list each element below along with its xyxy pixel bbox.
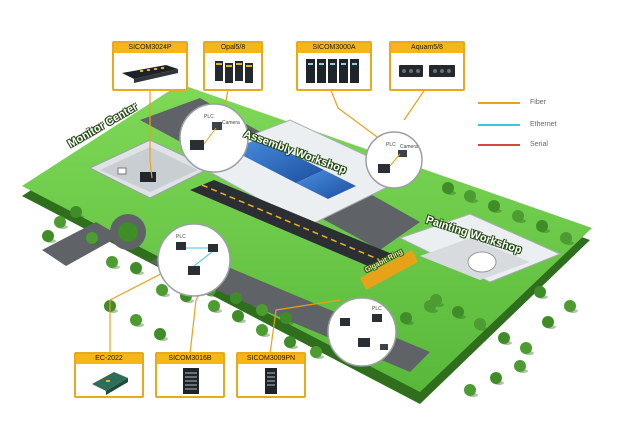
device-callout-opal5-8[interactable]: Opal5/8 — [203, 41, 263, 91]
tree — [54, 216, 66, 228]
device-label: SICOM3000A — [298, 43, 370, 53]
device-label: SICOM3016B — [157, 354, 223, 364]
industrial-switch-icon — [298, 53, 370, 89]
legend: Fiber Ethernet Serial — [478, 97, 588, 153]
tree — [442, 182, 454, 194]
legend-item-serial: Serial — [478, 139, 588, 151]
device-callout-sicom3016b[interactable]: SICOM3016B — [155, 352, 225, 398]
tree — [534, 286, 546, 298]
tree — [464, 384, 476, 396]
din-rail-switch-icon — [157, 364, 223, 396]
tree — [256, 304, 268, 316]
device-label: SICOM3009PN — [238, 354, 304, 364]
legend-item-ethernet: Ethernet — [478, 119, 588, 131]
device-label: SICOM3024P — [114, 43, 186, 53]
tree — [86, 232, 98, 244]
tree — [400, 312, 412, 324]
roundabout-center — [118, 222, 138, 242]
zoom-circle-bottom — [327, 297, 397, 367]
camera-label-right: Camera — [400, 144, 418, 150]
ring-sign — [360, 250, 418, 290]
ip67-switch-icon — [391, 53, 463, 89]
profinet-switch-icon — [238, 364, 304, 396]
tree — [512, 210, 524, 222]
plc-label-left: PLC — [176, 234, 186, 240]
tree — [106, 256, 118, 268]
plc-label-bottom: PLC — [372, 306, 382, 312]
camera-label-top: Camera — [222, 120, 240, 126]
legend-swatch — [478, 102, 520, 104]
device-label: Opal5/8 — [205, 43, 261, 53]
tree — [490, 372, 502, 384]
tree — [488, 200, 500, 212]
tree — [498, 332, 510, 344]
legend-swatch — [478, 124, 520, 126]
device-label: Aquam5/8 — [391, 43, 463, 53]
tree — [424, 300, 436, 312]
tree — [154, 328, 166, 340]
tree — [156, 284, 168, 296]
tree — [464, 190, 476, 202]
left-road — [42, 222, 120, 266]
tree — [284, 336, 296, 348]
rack-switch-icon — [114, 53, 186, 89]
tree — [208, 300, 220, 312]
tree — [70, 206, 82, 218]
device-callout-sicom3009pn[interactable]: SICOM3009PN — [236, 352, 306, 398]
tree — [256, 324, 268, 336]
plc-label-top: PLC — [204, 114, 214, 120]
tree — [536, 220, 548, 232]
plc-label-right: PLC — [386, 142, 396, 148]
tree — [130, 314, 142, 326]
zoom-circle-right — [365, 131, 423, 189]
connector-lines — [109, 77, 431, 355]
trees — [42, 182, 578, 397]
tree — [564, 300, 576, 312]
tree — [560, 232, 572, 244]
legend-label: Ethernet — [530, 121, 557, 128]
tree — [232, 310, 244, 322]
legend-label: Serial — [530, 141, 548, 148]
serial-server-icon — [76, 364, 142, 396]
device-callout-sicom3024p[interactable]: SICOM3024P — [112, 41, 188, 91]
tree — [230, 292, 242, 304]
tree — [310, 346, 322, 358]
tree — [520, 342, 532, 354]
tree — [542, 316, 554, 328]
legend-label: Fiber — [530, 99, 546, 106]
zoom-circle-left — [157, 223, 231, 297]
tree — [452, 306, 464, 318]
tree — [474, 318, 486, 330]
device-callout-ec-2022[interactable]: EC-2022 — [74, 352, 144, 398]
tree — [514, 360, 526, 372]
device-callout-aquam5-8[interactable]: Aquam5/8 — [389, 41, 465, 91]
zoom-circle-top — [179, 103, 249, 173]
legend-swatch — [478, 144, 520, 146]
tree — [280, 312, 292, 324]
tree — [42, 230, 54, 242]
tree — [130, 262, 142, 274]
din-switch-icon — [205, 53, 261, 89]
device-label: EC-2022 — [76, 354, 142, 364]
legend-item-fiber: Fiber — [478, 97, 588, 109]
device-callout-sicom3000a[interactable]: SICOM3000A — [296, 41, 372, 91]
